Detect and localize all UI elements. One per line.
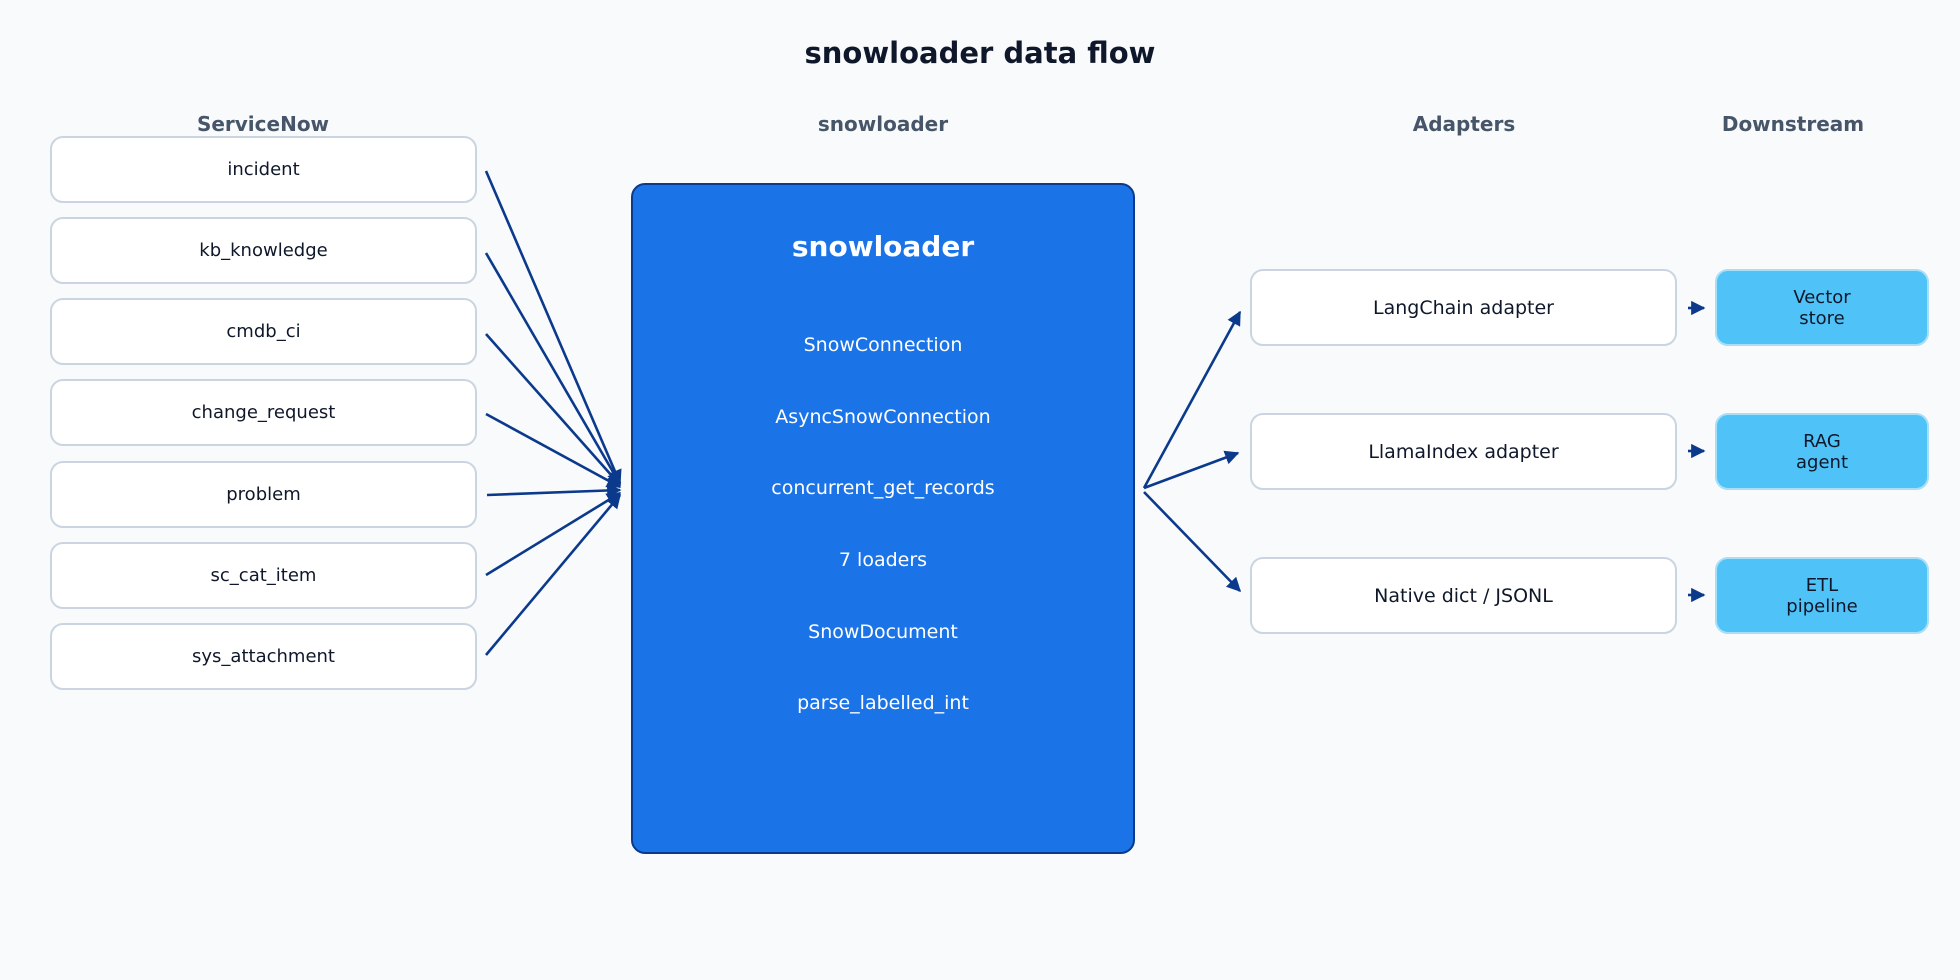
core-item-asyncsnowconnection: AsyncSnowConnection <box>775 406 991 428</box>
adapter-node-llamaindex: LlamaIndex adapter <box>1250 413 1677 490</box>
column-header-adapters: Adapters <box>1412 112 1516 136</box>
arrow-sc-cat-item-to-core <box>485 491 622 577</box>
source-node-sc-cat-item: sc_cat_item <box>50 542 477 609</box>
arrow-kb-knowledge-to-core <box>484 252 622 486</box>
arrow-core-to-langchain <box>1142 310 1242 489</box>
downstream-node-etl-pipeline: ETL pipeline <box>1715 557 1929 634</box>
adapter-node-native-dict-jsonl: Native dict / JSONL <box>1250 557 1677 634</box>
source-to-core-arrows <box>484 170 622 656</box>
arrow-sys-attachment-to-core <box>485 493 621 656</box>
core-to-adapter-arrows <box>1142 310 1242 593</box>
core-node-title: snowloader <box>791 230 975 263</box>
snowloader-core-node <box>631 183 1135 854</box>
column-header-servicenow: ServiceNow <box>196 112 330 136</box>
source-node-kb-knowledge: kb_knowledge <box>50 217 477 284</box>
arrow-problem-to-core <box>486 483 622 498</box>
source-node-sys-attachment: sys_attachment <box>50 623 477 690</box>
arrow-core-to-llamaindex <box>1143 450 1240 490</box>
arrow-cmdb-ci-to-core <box>485 333 621 487</box>
core-item-loaders: 7 loaders <box>838 549 928 571</box>
core-item-snowdocument: SnowDocument <box>808 621 958 643</box>
source-node-change-request: change_request <box>50 379 477 446</box>
source-node-problem: problem <box>50 461 477 528</box>
downstream-node-vector-store: Vector store <box>1715 269 1929 346</box>
source-node-incident: incident <box>50 136 477 203</box>
column-header-downstream: Downstream <box>1721 112 1865 136</box>
arrow-core-to-native <box>1143 491 1241 593</box>
core-item-concurrent-get-records: concurrent_get_records <box>771 477 995 499</box>
adapter-to-downstream-arrows <box>1688 300 1706 603</box>
arrow-incident-to-core <box>484 170 622 485</box>
downstream-node-rag-agent: RAG agent <box>1715 413 1929 490</box>
core-item-snowconnection: SnowConnection <box>803 334 963 356</box>
source-node-cmdb-ci: cmdb_ci <box>50 298 477 365</box>
adapter-node-langchain: LangChain adapter <box>1250 269 1677 346</box>
core-item-parse-labelled-int: parse_labelled_int <box>797 692 969 714</box>
diagram-title: snowloader data flow <box>804 36 1156 70</box>
column-header-snowloader: snowloader <box>817 112 949 136</box>
arrow-change-request-to-core <box>485 412 622 489</box>
